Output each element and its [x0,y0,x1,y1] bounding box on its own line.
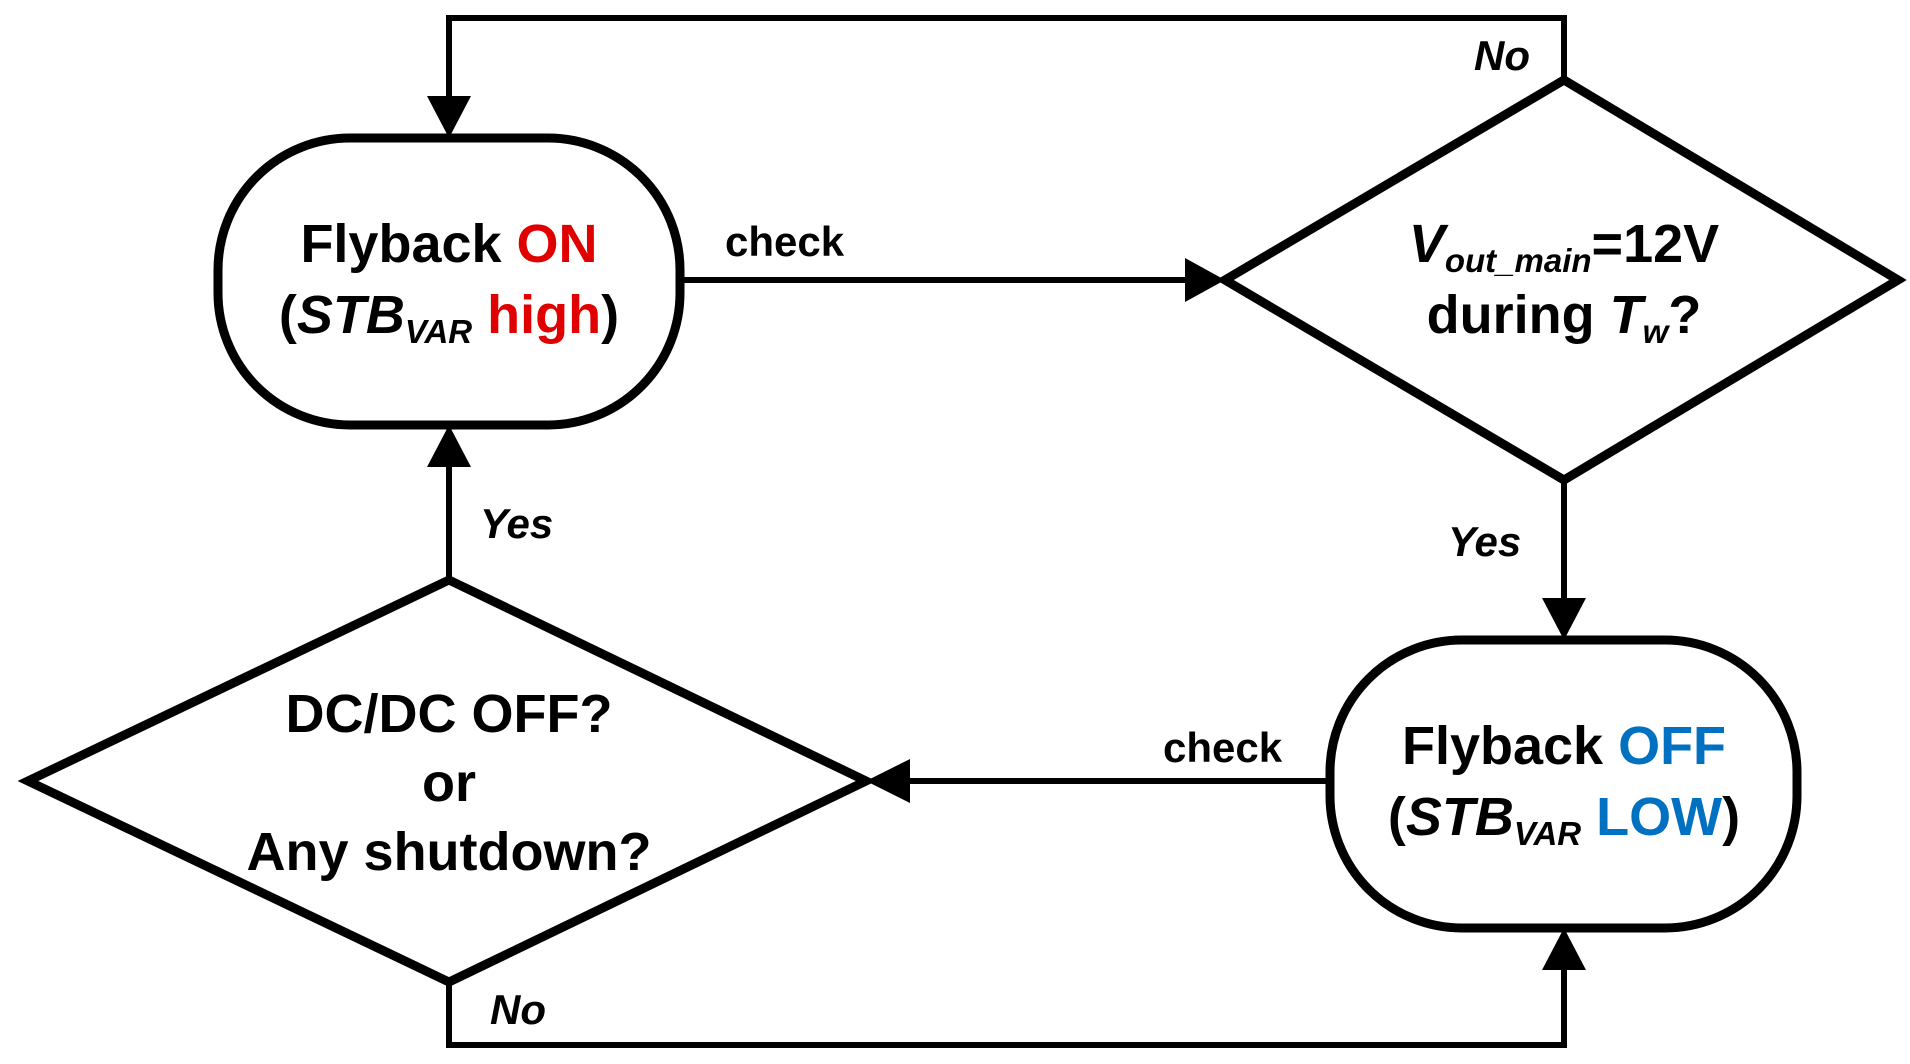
connector-dcdc-no [446,965,1567,1048]
arrowhead-into-flyback-off-bottom [1542,928,1586,970]
edge-label-dcdc-yes: Yes [480,500,553,547]
edge-label-vout-no: No [1474,32,1530,79]
stb-var-signal: STB [297,285,405,345]
edge-label-vout-yes: Yes [1448,518,1521,565]
dcdc-decision-line2: or [422,753,476,813]
vout-decision-line2: during Tw? [1427,285,1702,350]
arrowhead-into-dcdc [866,759,910,803]
flyback-on-line2: (STBVAR high) [279,285,619,350]
dcdc-decision-node [17,575,877,987]
flyback-on-state: ON [517,214,598,274]
flyback-on-node [213,133,685,430]
flyback-on-line1: Flyback ON [300,214,597,274]
edge-label-dcdc-no: No [490,986,546,1033]
vout-decision-node [1216,74,1907,486]
flyback-off-state: OFF [1618,716,1726,776]
flyback-off-line1: Flyback OFF [1402,716,1726,776]
edge-label-check-off: check [1163,724,1283,771]
connector-vout-no-loop [446,15,1567,100]
arrowhead-into-flyback-off-top [1542,598,1586,640]
dcdc-decision-line1: DC/DC OFF? [286,684,613,744]
flyback-off-line2: (STBVAR LOW) [1388,787,1740,852]
arrowhead-into-vout [1185,258,1225,302]
flyback-off-node [1325,635,1802,933]
arrowhead-into-flyback-on-top [427,96,471,138]
dcdc-decision-line3: Any shutdown? [247,822,652,882]
stb-var-high: high [487,285,601,345]
arrowhead-into-flyback-on-bottom [427,425,471,467]
stb-var-low: LOW [1596,787,1722,847]
vout-decision-line1: Vout_main=12V [1409,214,1719,279]
edge-label-check-on: check [725,218,845,265]
